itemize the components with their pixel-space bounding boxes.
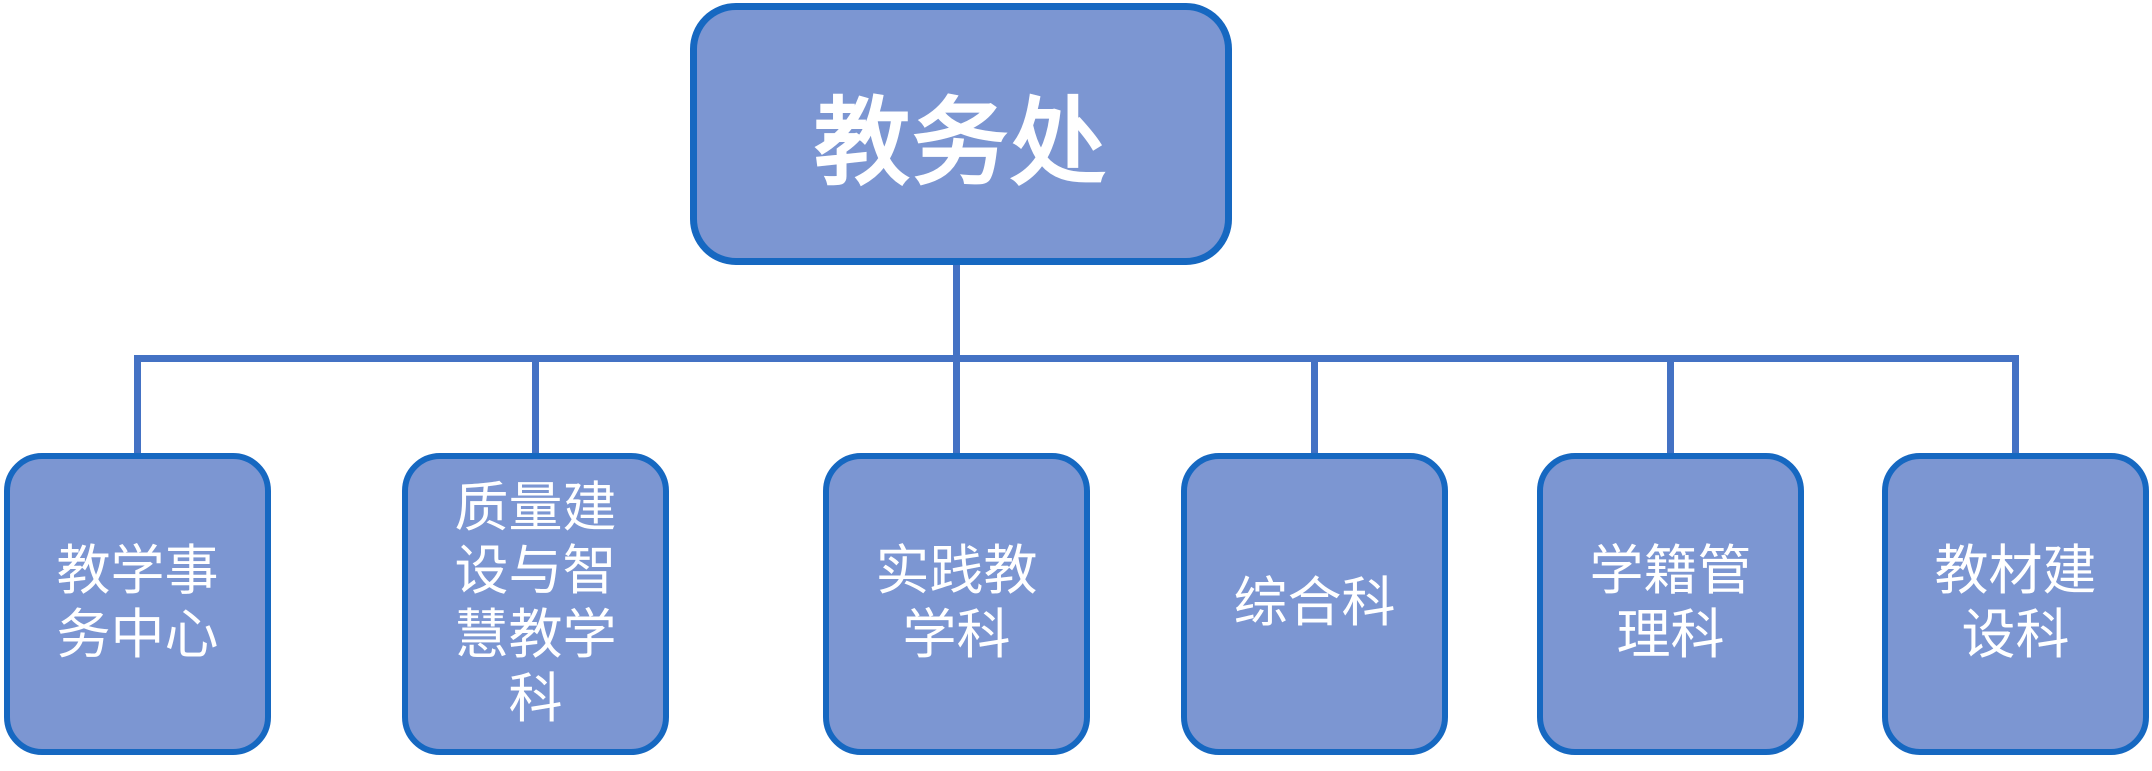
org-node-label: 学籍管 理科 bbox=[1589, 541, 1752, 665]
org-node-teaching-affairs-center: 教学事 务中心 bbox=[4, 453, 271, 755]
connector-drop-5 bbox=[1667, 358, 1674, 455]
connector-drop-1 bbox=[134, 358, 141, 455]
org-node-root: 教务处 bbox=[690, 3, 1232, 265]
org-node-quality-smart-teaching-section: 质量建 设与智 慧教学 科 bbox=[402, 453, 669, 755]
org-node-root-label: 教务处 bbox=[814, 89, 1108, 197]
connector-drop-6 bbox=[2012, 358, 2019, 455]
connector-bus bbox=[134, 355, 2019, 362]
org-node-label: 教学事 务中心 bbox=[56, 541, 219, 665]
org-node-student-records-section: 学籍管 理科 bbox=[1537, 453, 1804, 755]
org-node-comprehensive-section: 综合科 bbox=[1181, 453, 1448, 755]
connector-drop-3 bbox=[953, 358, 960, 455]
org-node-textbook-construction-section: 教材建 设科 bbox=[1882, 453, 2149, 755]
connector-drop-4 bbox=[1311, 358, 1318, 455]
connector-drop-2 bbox=[532, 358, 539, 455]
org-node-label: 实践教 学科 bbox=[875, 541, 1038, 665]
org-node-label: 综合科 bbox=[1233, 573, 1396, 634]
org-node-label: 教材建 设科 bbox=[1934, 541, 2097, 665]
connector-root-stem bbox=[953, 263, 960, 358]
org-node-practical-teaching-section: 实践教 学科 bbox=[823, 453, 1090, 755]
org-node-label: 质量建 设与智 慧教学 科 bbox=[454, 477, 617, 729]
